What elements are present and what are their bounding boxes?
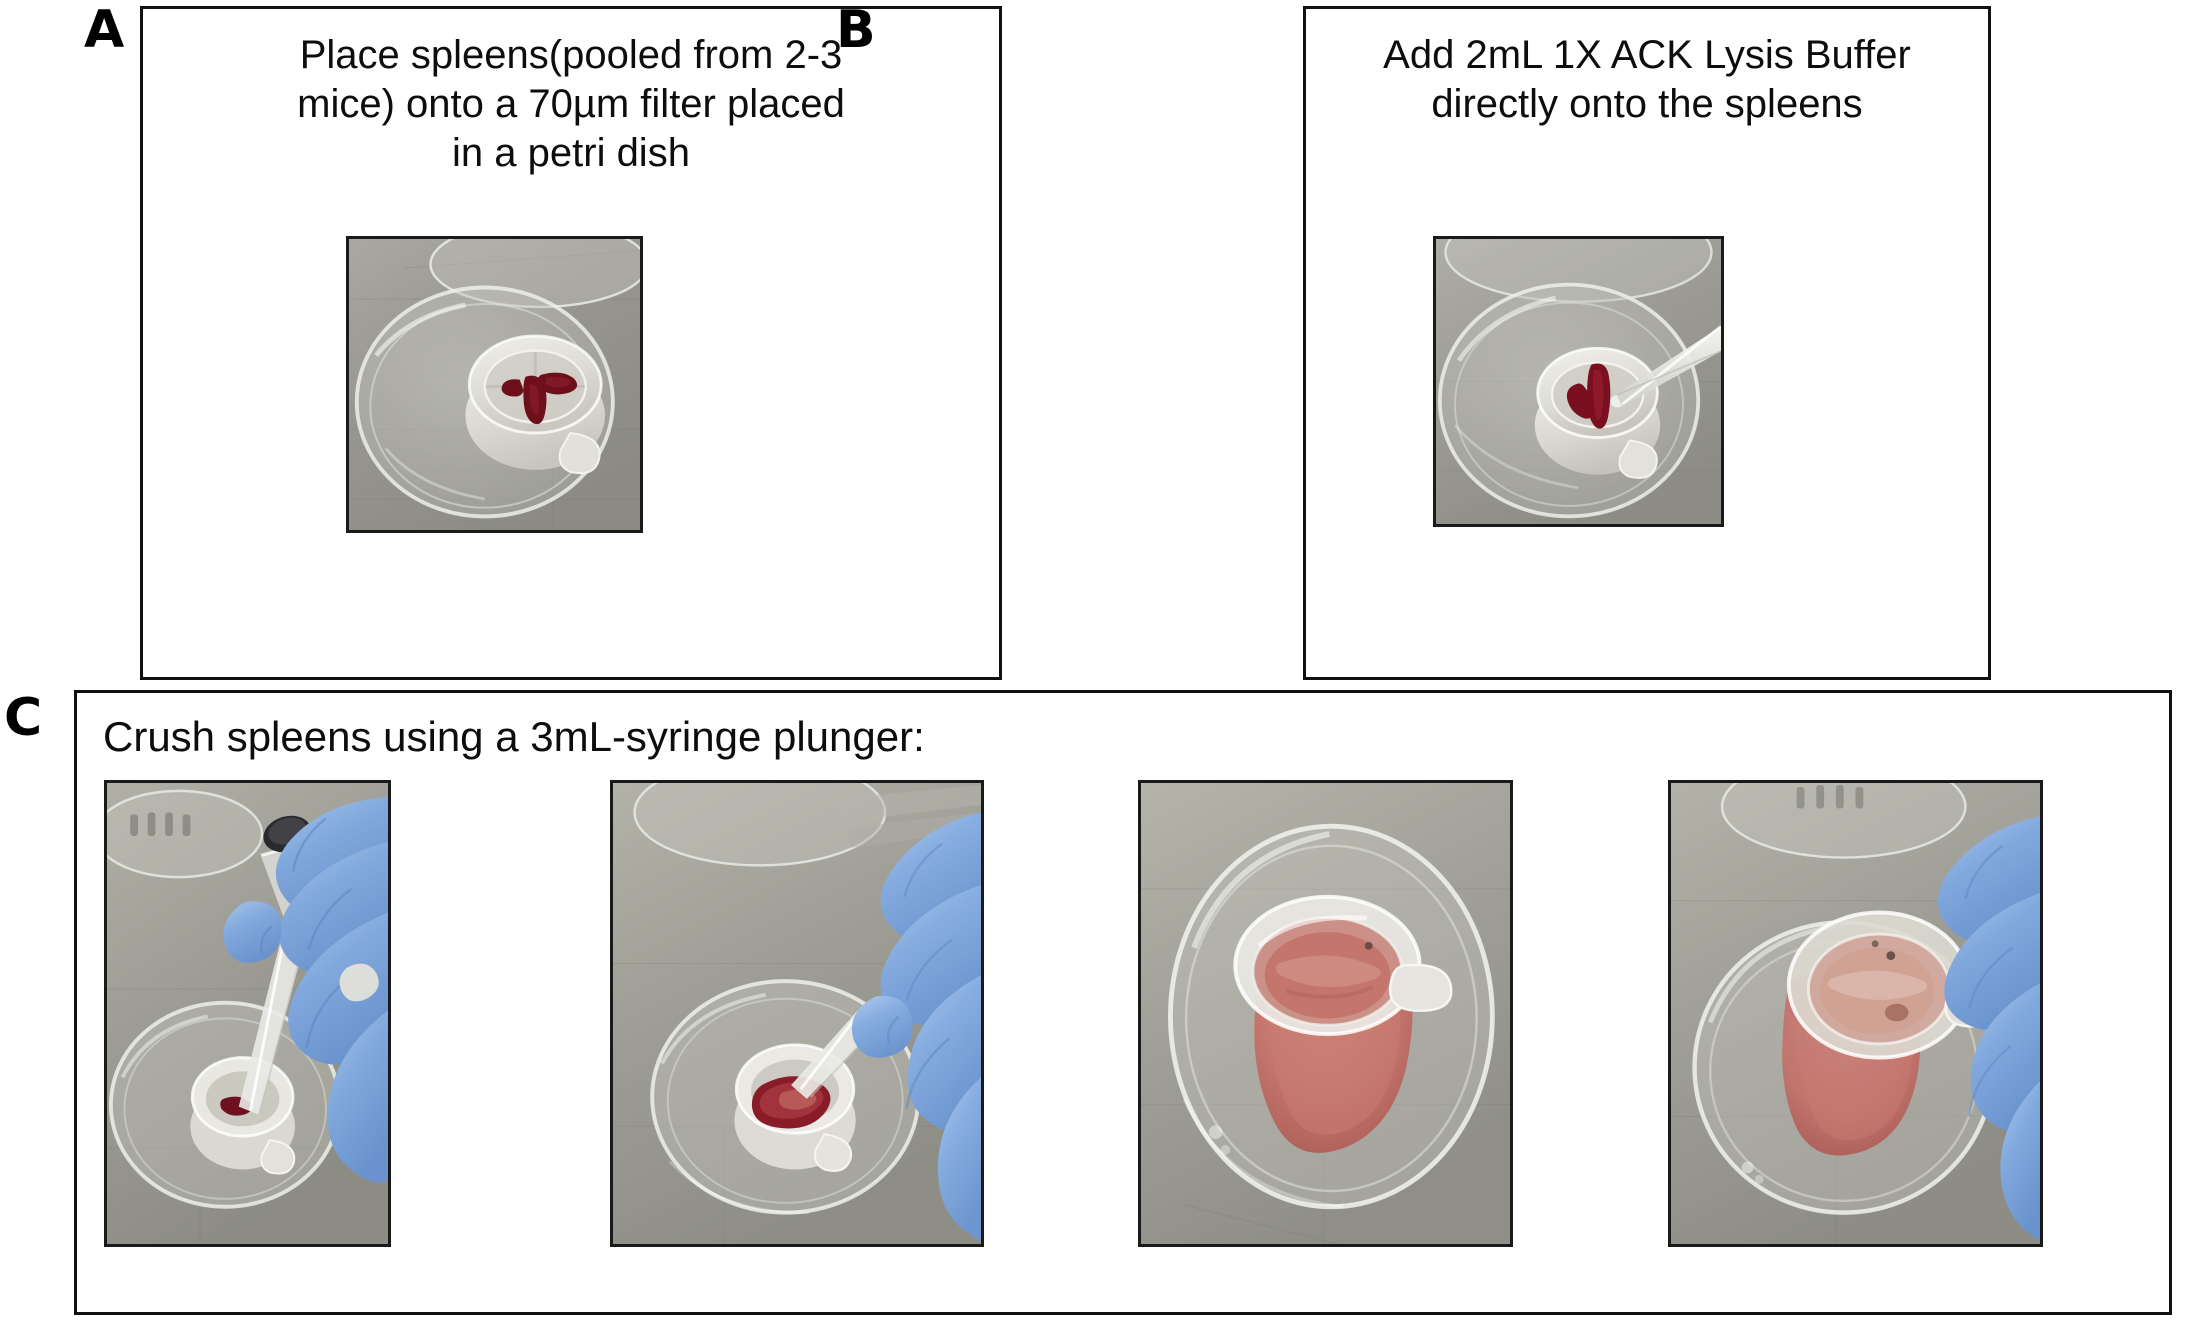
spleens-on-filter-illustration (349, 239, 640, 530)
panel-b: Add 2mL 1X ACK Lysis Buffer directly ont… (1303, 6, 1991, 680)
panel-a-caption: Place spleens(pooled from 2-3 mice) onto… (297, 33, 845, 175)
lifting-strainer-illustration (1671, 783, 2040, 1244)
panel-a: Place spleens(pooled from 2-3 mice) onto… (140, 6, 1002, 680)
panel-letter-c: C (4, 688, 42, 748)
adding-lysis-buffer-illustration (1436, 239, 1721, 524)
panel-letter-a: A (84, 0, 124, 60)
crushing-spleens-photo (610, 780, 984, 1247)
panel-c-caption: Crush spleens using a 3mL-syringe plunge… (103, 713, 925, 760)
spleens-on-filter-photo (346, 236, 643, 533)
cell-suspension-photo (1138, 780, 1513, 1247)
adding-lysis-buffer-photo (1433, 236, 1724, 527)
panel-b-caption: Add 2mL 1X ACK Lysis Buffer directly ont… (1383, 33, 1911, 126)
crushing-spleens-illustration (613, 783, 981, 1244)
plunger-positioned-photo (104, 780, 391, 1247)
cell-suspension-illustration (1141, 783, 1510, 1244)
panel-letter-b: B (836, 0, 876, 60)
lifting-strainer-photo (1668, 780, 2043, 1247)
plunger-positioned-illustration (107, 783, 388, 1244)
